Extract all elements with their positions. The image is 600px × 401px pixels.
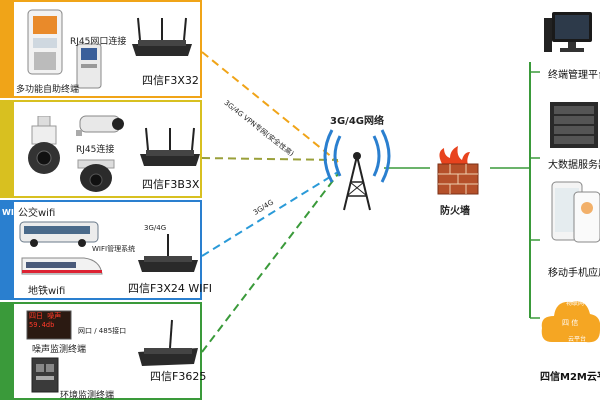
- server-rack-icon: [550, 102, 598, 148]
- panel-strip: [2, 102, 14, 196]
- cloud-inner-mid: 四 信: [562, 319, 579, 327]
- router-model: 四信F3625: [150, 370, 207, 383]
- panel-self-service: RJ45网口连接 多功能自助终端 四信F3X32: [0, 0, 202, 98]
- cloud-platform-icon: [541, 301, 600, 343]
- noise-display-icon: [26, 310, 72, 340]
- panel-strip: [2, 304, 14, 398]
- strip-wifi-label: WIFI: [2, 208, 23, 217]
- metro-train-icon: [21, 257, 103, 275]
- env-terminal-label: 环境监测终端: [60, 391, 115, 401]
- panel-strip: [2, 202, 14, 298]
- connection-label: 网口 / 485接口: [78, 327, 127, 335]
- router-model: 四信F3X24 WIFI: [128, 282, 213, 295]
- panel-environment: 四日 噪声 59.4db 噪声监测终端 环境监测终端 网口 / 485接口 四信…: [0, 302, 206, 401]
- firewall-label: 防火墙: [440, 206, 470, 217]
- firewall-icon: [437, 146, 479, 195]
- network-label: 3G/4G网络: [330, 116, 384, 127]
- mobile-app-label: 移动手机应用: [548, 268, 600, 279]
- big-data-server-label: 大数据服务器: [548, 160, 600, 171]
- panel-monitoring: RJ45连接 四信F3B3X: [0, 100, 202, 198]
- small-dome-camera-icon: [77, 159, 115, 192]
- bus-label: 公交wifi: [18, 208, 56, 219]
- link-transit: [201, 171, 339, 257]
- cell-tower-icon: [323, 129, 391, 211]
- router-model: 四信F3B3X: [142, 178, 200, 191]
- dome-camera-icon: [28, 116, 60, 174]
- router-icon: [138, 319, 198, 366]
- panel-transit-wifi: WIFI 公交wifi 地铁wifi 3G/4G WIFI管理系统 四信F3X2…: [0, 200, 212, 300]
- link-monitoring: [201, 157, 339, 161]
- monitor-icon: [544, 12, 592, 52]
- router-icon: [138, 234, 198, 272]
- bus-icon: [19, 221, 99, 247]
- bullet-camera-icon: [76, 115, 124, 136]
- display-text: 四日 噪声 59.4db: [29, 312, 62, 329]
- router-icon: [140, 127, 200, 166]
- terminal-icon: [76, 43, 102, 89]
- env-cabinet-icon: [31, 357, 59, 393]
- mobile-phone-icon: [551, 181, 600, 243]
- link-environment: [201, 173, 339, 353]
- panel-strip: [2, 2, 14, 96]
- noise-terminal-label: 噪声监测终端: [32, 345, 87, 355]
- link-self-service: [201, 51, 339, 163]
- cloud-inner-bottom: 云平台: [568, 336, 587, 343]
- connection-label: RJ45网口连接: [70, 37, 127, 47]
- management-platform-label: 终端管理平台: [548, 70, 600, 81]
- kiosk-icon: [27, 9, 63, 75]
- device-label: 多功能自助终端: [16, 85, 80, 95]
- metro-label: 地铁wifi: [28, 286, 66, 297]
- router-model: 四信F3X32: [142, 74, 199, 87]
- connection-label: RJ45连接: [76, 145, 115, 155]
- cloud-inner-top: 物联网: [566, 300, 585, 307]
- connection-label: 3G/4G: [144, 224, 167, 232]
- wifi-system-label: WIFI管理系统: [92, 245, 136, 253]
- router-icon: [132, 17, 192, 56]
- m2m-platform-label: 四信M2M云平: [540, 372, 600, 383]
